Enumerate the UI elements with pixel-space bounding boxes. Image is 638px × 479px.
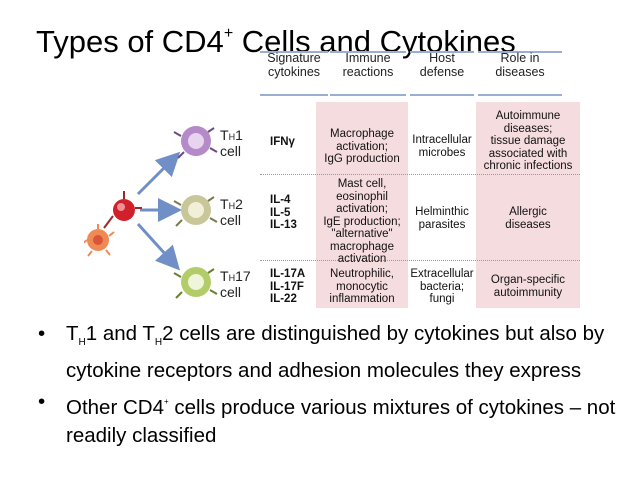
th17-subscript: H — [228, 273, 236, 283]
th1-role-in-diseases: Autoimmune diseases; tissue damage assoc… — [483, 110, 573, 172]
th1-subscript: H — [228, 132, 236, 142]
bullet-list: •TH1 and TH2 cells are distinguished by … — [32, 320, 622, 453]
header-bracket — [330, 51, 406, 56]
bullet-item: •TH1 and TH2 cells are distinguished by … — [32, 320, 622, 385]
header-rule — [330, 94, 406, 96]
th17-role-in-diseases: Organ-specific autoimmunity — [490, 274, 566, 299]
title-rest: Cells and Cytokines — [233, 24, 516, 59]
header-host-defense: Host defense — [419, 51, 465, 79]
th2-cell-icon — [173, 195, 218, 227]
header-rule — [410, 94, 474, 96]
row-separator — [260, 260, 580, 261]
bullet-text-part: cells produce various mixtures of cytoki… — [66, 396, 616, 448]
title-main: Types of CD4 — [36, 24, 224, 59]
cd4-cells-figure: Signature cytokines Immune reactions Hos… — [84, 48, 580, 310]
th17-word: cell — [220, 284, 242, 300]
row-separator — [260, 174, 580, 175]
th2-number: 2 — [235, 196, 243, 212]
bullet-item: • Other CD4+ cells produce various mixtur… — [32, 388, 622, 450]
bullet-text-part: Other CD4 — [66, 396, 164, 420]
bullet-subscript: H — [78, 337, 86, 349]
th17-cytokines: IL-17A IL-17F IL-22 — [270, 268, 306, 305]
th17-immune-reactions: Neutrophilic, monocytic inflammation — [329, 268, 395, 305]
th2-cytokines: IL-4 IL-5 IL-13 — [270, 194, 297, 231]
arrow-to-th1 — [136, 151, 181, 196]
bullet-dot: • — [38, 390, 46, 414]
th1-host-defense: Intracellular microbes — [412, 134, 472, 159]
bullet-text-part: 1 and T — [85, 322, 155, 345]
naive-t-cell-icon — [103, 191, 142, 229]
th2-subscript: H — [228, 201, 236, 211]
header-immune-reactions: Immune reactions — [342, 51, 394, 79]
th1-immune-reactions: Macrophage activation; IgG production — [324, 128, 400, 165]
th1-letter: T — [220, 127, 229, 143]
th17-cell-icon — [173, 267, 218, 299]
differentiation-arrows — [136, 151, 182, 271]
bullet-text-part: T — [66, 322, 79, 345]
th2-word: cell — [220, 212, 242, 228]
header-signature-cytokines: Signature cytokines — [267, 51, 321, 79]
cell-differentiation-graphic — [84, 126, 218, 299]
header-role-in-diseases: Role in diseases — [495, 51, 545, 79]
th1-word: cell — [220, 143, 242, 159]
bullet-text-part: 2 cells are distinguished by cytokines b… — [66, 322, 605, 383]
th1-cytokines: IFNγ — [270, 136, 295, 148]
immune-reactions-column — [316, 102, 408, 308]
th1-number: 1 — [235, 127, 243, 143]
bullet-superscript: + — [163, 397, 169, 407]
header-bracket — [260, 51, 328, 56]
apc-cell-icon — [84, 224, 115, 257]
role-in-diseases-column — [476, 102, 580, 308]
slide-title: Types of CD4+ Cells and Cytokines — [36, 14, 516, 62]
th17-number: 17 — [235, 268, 251, 284]
arrow-to-th17 — [136, 222, 181, 271]
th2-letter: T — [220, 196, 229, 212]
bullet-dot: • — [38, 322, 46, 345]
header-bracket — [478, 51, 562, 56]
th17-letter: T — [220, 268, 229, 284]
th1-cell-icon — [173, 126, 218, 159]
header-rule — [260, 94, 328, 96]
bullet-subscript: H — [154, 337, 163, 349]
th2-role-in-diseases: Allergic diseases — [505, 206, 551, 231]
header-bracket — [410, 51, 474, 56]
th2-immune-reactions: Mast cell, eosinophil activation; IgE pr… — [323, 178, 401, 265]
title-superscript: + — [223, 25, 234, 42]
th2-host-defense: Helminthic parasites — [415, 206, 469, 231]
th17-host-defense: Extracellular bacteria; fungi — [410, 268, 474, 305]
header-rule — [478, 94, 562, 96]
